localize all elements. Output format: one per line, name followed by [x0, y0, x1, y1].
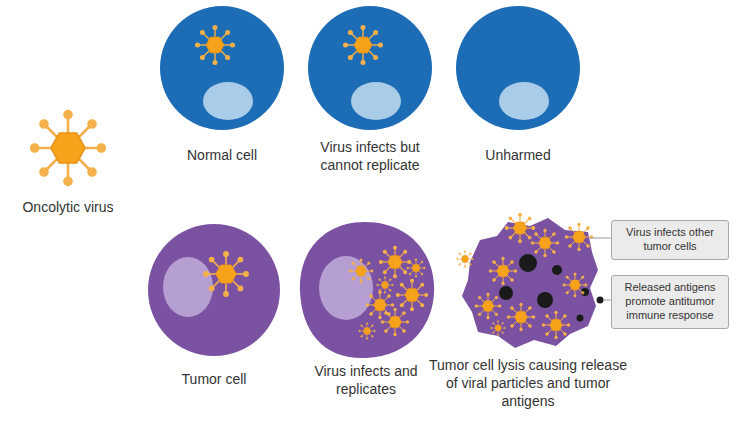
- infected-tumor-cell: [300, 222, 434, 358]
- leader-line: [604, 300, 611, 301]
- callout-box: Released antigens promote antitumor immu…: [611, 275, 729, 329]
- callout-text: Virus infects other tumor cells: [618, 226, 722, 254]
- caption-label: Virus infects and replicates: [296, 362, 436, 398]
- caption-label: Tumor cell lysis causing release of vira…: [428, 356, 628, 411]
- oncolytic-virus: [31, 111, 105, 185]
- normal-cell: [160, 6, 284, 130]
- caption-label: Tumor cell: [149, 370, 279, 388]
- caption-label: Unharmed: [453, 146, 583, 164]
- tumor-cell: [148, 224, 280, 356]
- callout-box: Virus infects other tumor cells: [611, 220, 729, 260]
- leader-line: [590, 238, 611, 239]
- callout-text: Released antigens promote antitumor immu…: [618, 281, 722, 322]
- caption-label: Normal cell: [157, 146, 287, 164]
- caption-label: Oncolytic virus: [3, 198, 133, 216]
- lysed-tumor-cell: [457, 213, 604, 348]
- infected-normal-cell: [308, 6, 432, 130]
- unharmed-cell: [456, 6, 580, 130]
- caption-label: Virus infects but cannot replicate: [305, 138, 435, 174]
